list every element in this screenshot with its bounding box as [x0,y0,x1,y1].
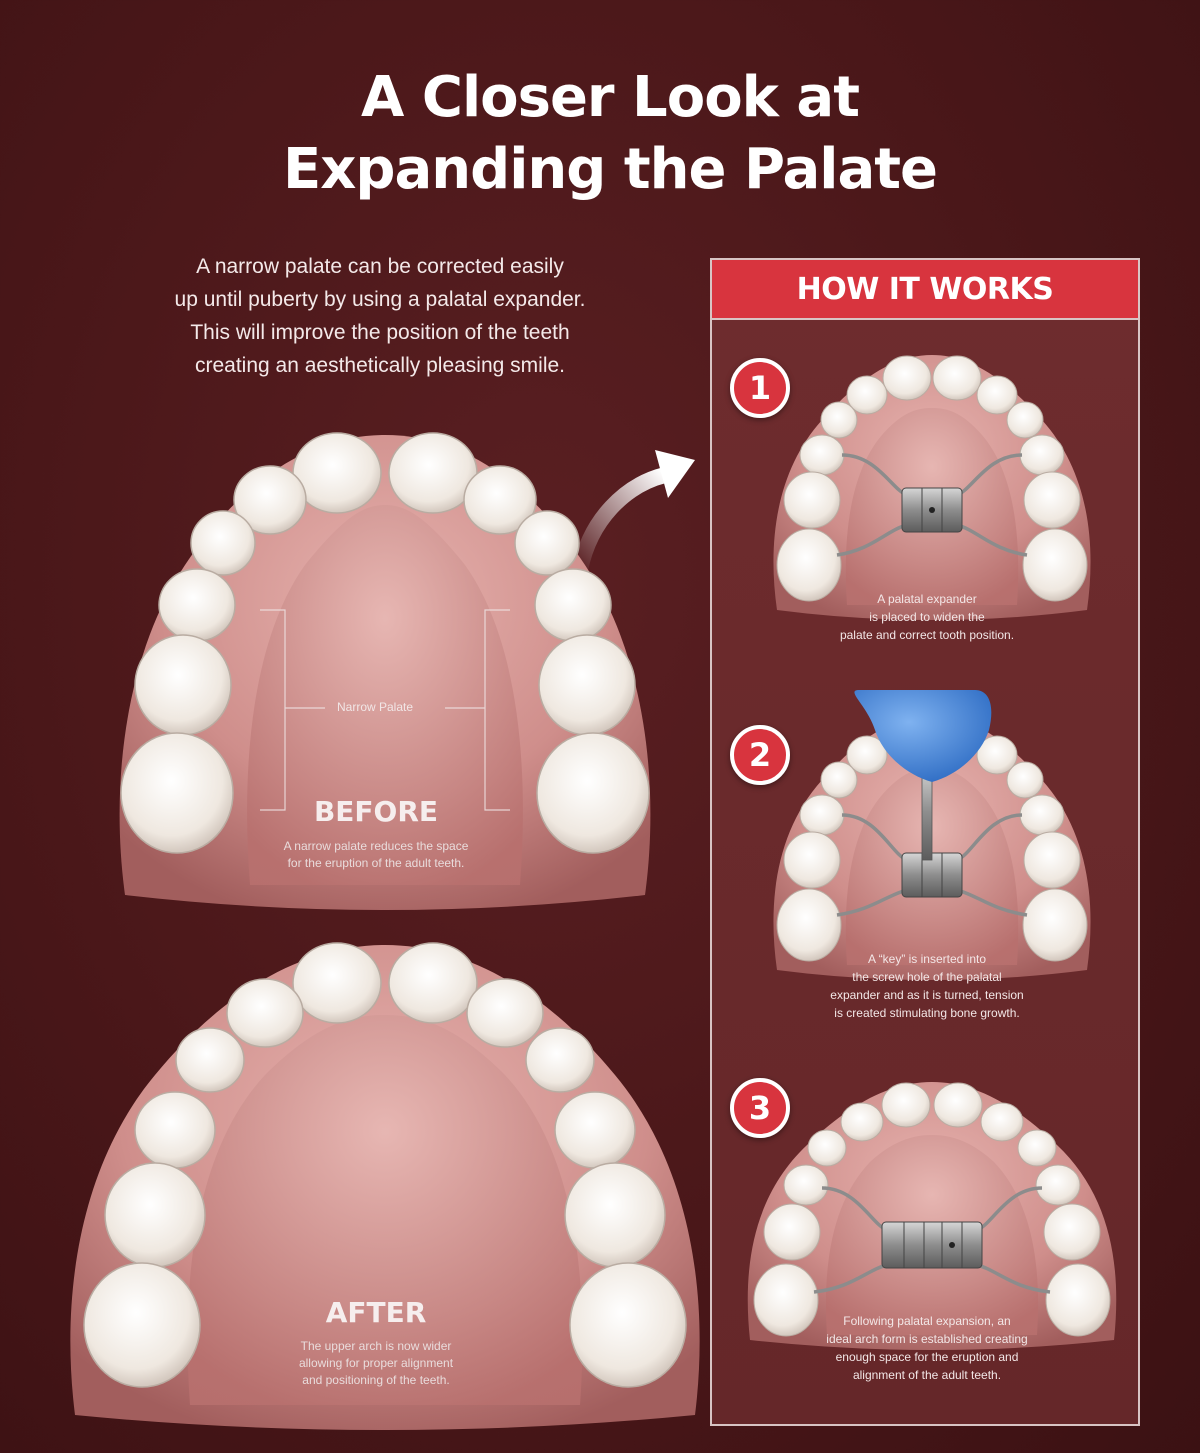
before-arch-illustration [119,432,651,910]
after-caption: The upper arch is now wider allowing for… [246,1338,506,1389]
after-caption-line-1: The upper arch is now wider [300,1339,452,1353]
step-1-caption-line: is placed to widen the [869,610,985,624]
intro-line-3: This will improve the position of the te… [190,321,570,344]
step-1-caption-line: A palatal expander [877,592,977,606]
step-3-caption: Following palatal expansion, an ideal ar… [782,1312,1072,1384]
step-3-caption-line: enough space for the eruption and [835,1350,1019,1364]
after-label: AFTER [325,1296,427,1329]
how-it-works-header: HOW IT WORKS [712,260,1138,320]
step-1-caption: A palatal expander is placed to widen th… [782,590,1072,644]
intro-line-4: creating an aesthetically pleasing smile… [194,354,566,377]
after-arch-illustration [70,942,700,1430]
step-1-caption-line: palate and correct tooth position. [839,628,1015,642]
step-3-caption-line: alignment of the adult teeth. [852,1368,1002,1382]
intro-line-1: A narrow palate can be corrected easily [196,255,564,278]
step-2-caption-line: the screw hole of the palatal [852,970,1002,984]
title-line-1: A Closer Look at [361,65,860,130]
before-caption-line-1: A narrow palate reduces the space [283,839,469,853]
before-caption: A narrow palate reduces the space for th… [246,838,506,872]
step-1-badge: 1 [730,358,790,418]
intro-text: A narrow palate can be corrected easily … [150,250,610,382]
step-2-caption-line: A “key” is inserted into [867,952,987,966]
step-3-expanded-illustration [747,1082,1117,1350]
step-2-caption-line: expander and as it is turned, tension [830,988,1024,1002]
after-caption-line-3: and positioning of the teeth. [302,1373,450,1387]
page-title: A Closer Look at Expanding the Palate [0,62,1200,206]
step-2-key-illustration [773,690,1091,980]
step-1-expander-illustration [773,355,1091,620]
title-line-2: Expanding the Palate [282,137,938,202]
how-it-works-panel: HOW IT WORKS 1 A palatal expander is pla… [710,258,1140,1426]
before-caption-line-2: for the eruption of the adult teeth. [287,856,465,870]
narrow-palate-label: Narrow Palate [337,700,414,714]
step-3-caption-line: Following palatal expansion, an [843,1314,1011,1328]
step-3-badge: 3 [730,1078,790,1138]
after-caption-line-2: allowing for proper alignment [298,1356,454,1370]
curved-arrow-icon [572,450,695,578]
step-2-badge: 2 [730,725,790,785]
before-label: BEFORE [313,795,439,828]
step-3-caption-line: ideal arch form is established creating [826,1332,1028,1346]
step-2-caption: A “key” is inserted into the screw hole … [782,950,1072,1022]
intro-line-2: up until puberty by using a palatal expa… [174,288,586,311]
step-2-caption-line: is created stimulating bone growth. [834,1006,1020,1020]
